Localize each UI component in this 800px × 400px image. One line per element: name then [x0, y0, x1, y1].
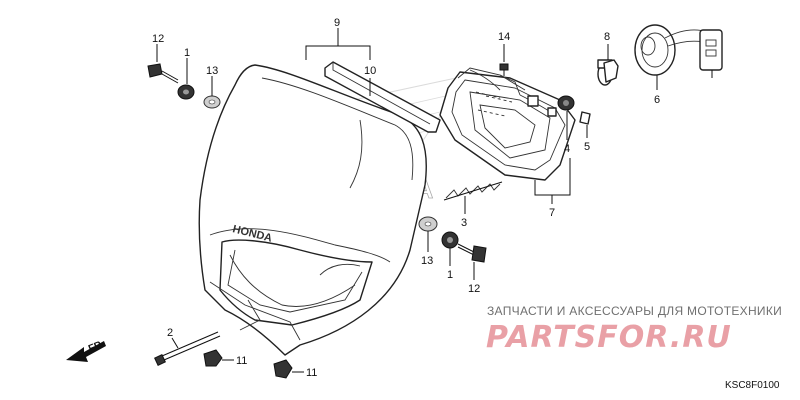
callout-1-top: 1: [184, 47, 190, 59]
callout-3: 3: [461, 217, 467, 229]
callout-8: 8: [604, 31, 610, 43]
callout-numbers: 12 1 13 9 10 14 8 6 4 5 7 3 13 1 12 2 11…: [152, 17, 660, 379]
collar-13-bottom: [418, 216, 438, 232]
watermark-brand: PARTSFOR.RU: [486, 320, 732, 355]
nut-11-right: [273, 359, 293, 379]
front-direction-arrow: [66, 341, 106, 362]
callout-11-right: 11: [306, 367, 317, 379]
callout-10: 10: [364, 65, 376, 77]
grommet-1-top: [177, 84, 195, 100]
nut-5: [579, 111, 591, 125]
callout-5: 5: [584, 141, 590, 153]
spring-3: [443, 181, 503, 201]
callout-6: 6: [654, 94, 660, 106]
bolt-2: [154, 331, 221, 366]
callout-11-left: 11: [236, 355, 247, 367]
foam-strip: [324, 61, 441, 133]
front-direction-label: FR.: [87, 338, 106, 354]
screw-14: [499, 63, 509, 76]
callout-7: 7: [549, 207, 555, 219]
socket-harness-6: [634, 24, 723, 78]
callout-14: 14: [498, 31, 510, 43]
callout-13-bottom: 13: [421, 255, 433, 267]
callout-13-top: 13: [206, 65, 218, 77]
headlight-cowl: [198, 64, 427, 356]
callout-12-top: 12: [152, 33, 164, 45]
callout-12-bottom: 12: [468, 283, 480, 295]
watermark-heading: ЗАПЧАСТИ И АКСЕССУАРЫ ДЛЯ МОТОТЕХНИКИ: [487, 304, 783, 318]
diagram-code: KSC8F0100: [725, 380, 780, 391]
nut-11-left: [203, 349, 223, 367]
headlight-unit: [439, 67, 576, 181]
callout-9: 9: [334, 17, 340, 29]
bolt-12-top: [147, 63, 179, 84]
collar-13-top: [203, 95, 221, 109]
grommet-4: [557, 95, 575, 111]
callout-1-bottom: 1: [447, 269, 453, 281]
bulb-8: [597, 55, 619, 86]
bolt-12-bottom: [457, 243, 487, 263]
grommet-1-bottom: [441, 231, 459, 249]
callout-4: 4: [564, 143, 570, 155]
leader-lines: [156, 28, 658, 373]
callout-2: 2: [167, 327, 173, 339]
